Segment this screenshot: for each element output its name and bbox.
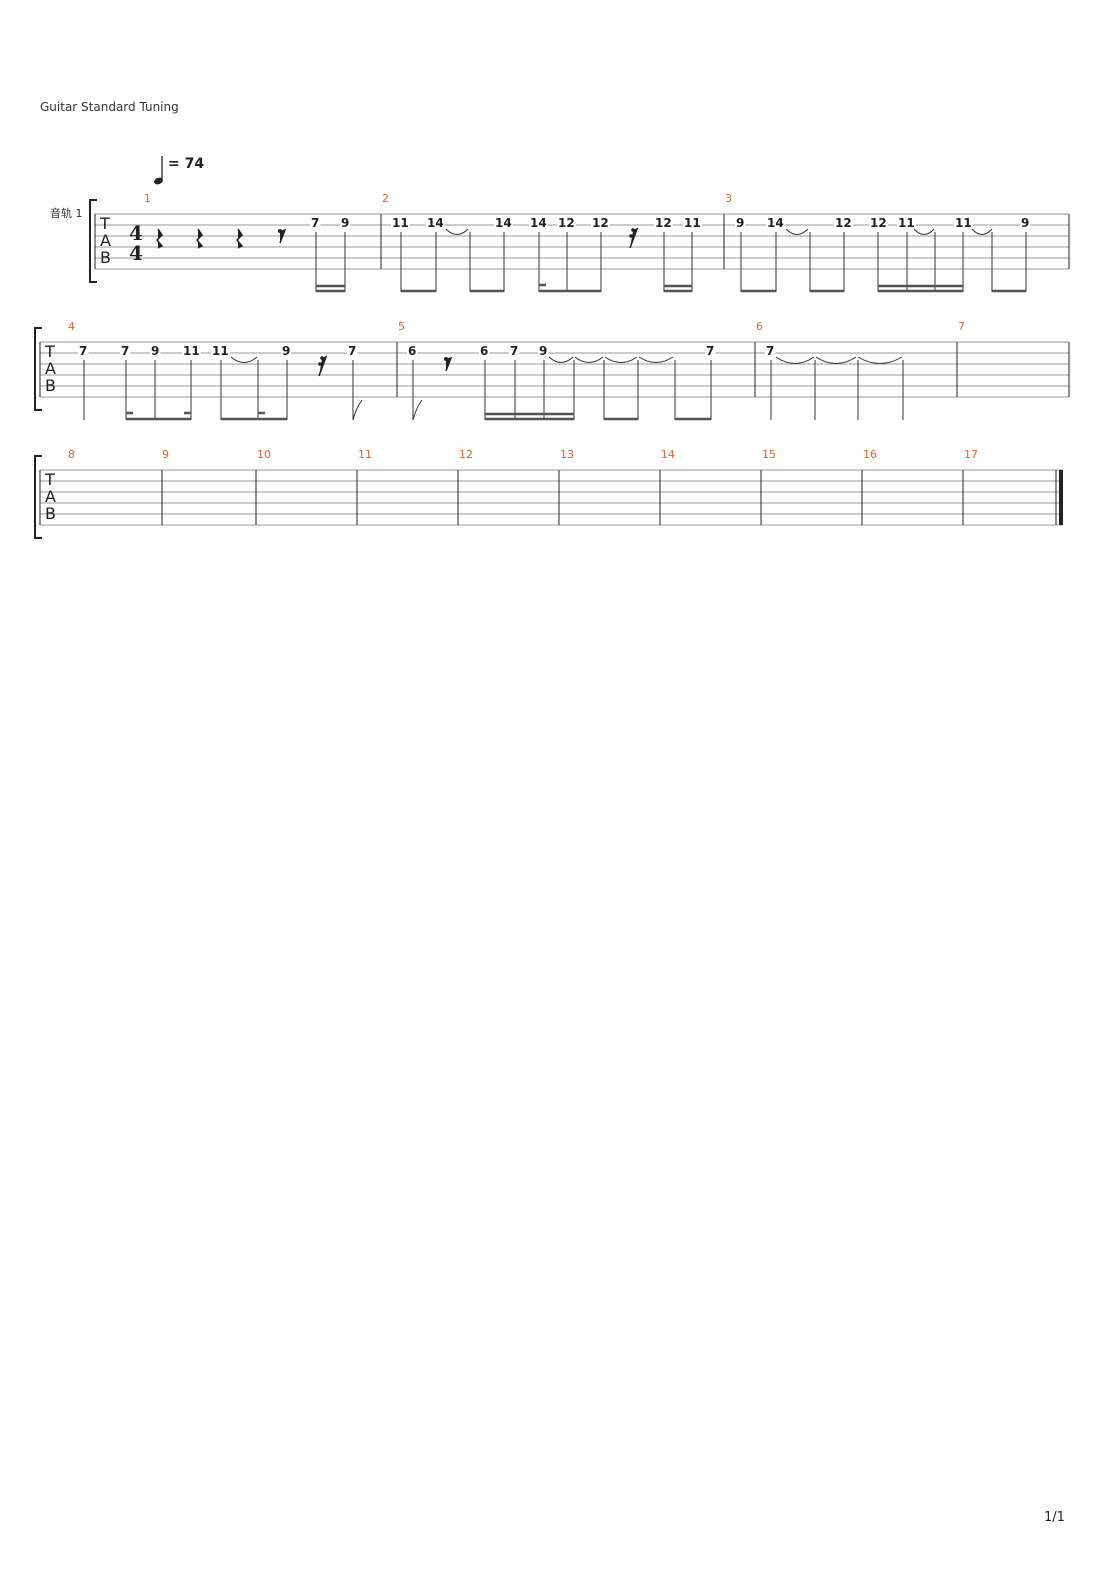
fret-number: 12 xyxy=(558,216,575,230)
tab-clef-b: B xyxy=(45,504,56,523)
sixteenth-rest-icon xyxy=(629,227,639,249)
measure-number: 17 xyxy=(964,448,978,461)
eighth-rest-icon xyxy=(444,356,453,372)
final-barline xyxy=(1055,470,1063,525)
fret-number: 9 xyxy=(736,216,744,230)
note-stems xyxy=(83,360,363,421)
fret-number: 9 xyxy=(151,344,159,358)
fret-number: 9 xyxy=(282,344,290,358)
tie-arc xyxy=(913,228,935,235)
fret-number: 14 xyxy=(495,216,512,230)
fret-number: 7 xyxy=(121,344,129,358)
fret-number: 7 xyxy=(510,344,518,358)
fret-number: 9 xyxy=(539,344,547,358)
fret-number: 12 xyxy=(592,216,609,230)
fret-number: 11 xyxy=(955,216,972,230)
tie-arc xyxy=(574,356,604,363)
quarter-rest-icon xyxy=(155,228,244,249)
system-bracket xyxy=(34,327,42,411)
tab-clef-b: B xyxy=(45,376,56,395)
measure-number: 4 xyxy=(68,320,75,333)
fret-number: 12 xyxy=(835,216,852,230)
fret-number: 11 xyxy=(183,344,200,358)
staff-lines xyxy=(40,469,1062,526)
tie-arc xyxy=(230,356,258,363)
system-bracket xyxy=(89,199,97,283)
tie-arc xyxy=(638,356,674,363)
fret-number: 14 xyxy=(530,216,547,230)
measure-number: 6 xyxy=(756,320,763,333)
fret-number: 14 xyxy=(427,216,444,230)
fret-number: 11 xyxy=(898,216,915,230)
system-bracket xyxy=(34,455,42,539)
fret-number: 6 xyxy=(408,344,416,358)
measure-number: 10 xyxy=(257,448,271,461)
measure-number: 2 xyxy=(382,192,389,205)
measure-number: 5 xyxy=(398,320,405,333)
measure-number: 15 xyxy=(762,448,776,461)
time-signature-top: 4 xyxy=(129,221,143,245)
tie-arc xyxy=(815,356,857,364)
tab-clef-a: A xyxy=(45,487,56,506)
tempo-marking: = 74 xyxy=(168,156,205,172)
tab-clef-t: T xyxy=(44,470,55,489)
tie-arc xyxy=(548,356,574,363)
tab-system-1: T A B 4 4 1 2 3 7 9 11 14 14 14 12 12 12… xyxy=(89,192,1070,293)
fret-number: 7 xyxy=(706,344,714,358)
note-stems xyxy=(740,232,1027,293)
time-signature-bottom: 4 xyxy=(129,241,143,265)
measure-number: 16 xyxy=(863,448,877,461)
note-stems xyxy=(400,232,693,293)
tab-clef-t: T xyxy=(99,214,110,233)
measure-number: 3 xyxy=(725,192,732,205)
fret-number: 6 xyxy=(480,344,488,358)
fret-number: 7 xyxy=(311,216,319,230)
tie-arc xyxy=(971,228,993,235)
fret-number: 7 xyxy=(766,344,774,358)
measure-number: 7 xyxy=(958,320,965,333)
tie-arc xyxy=(445,228,469,235)
eighth-rest-icon xyxy=(278,228,287,244)
fret-number: 9 xyxy=(1021,216,1029,230)
fret-number: 11 xyxy=(212,344,229,358)
measure-number: 11 xyxy=(358,448,372,461)
tuning-label: Guitar Standard Tuning xyxy=(40,100,179,114)
tie-arc xyxy=(857,356,903,364)
fret-number: 11 xyxy=(392,216,409,230)
fret-number: 12 xyxy=(655,216,672,230)
note-stems xyxy=(315,232,346,293)
tie-arc xyxy=(604,356,638,363)
tie-arc xyxy=(785,228,809,235)
measure-number: 9 xyxy=(162,448,169,461)
fret-number: 7 xyxy=(79,344,87,358)
tab-system-2: T A B 4 5 6 7 7 7 9 11 11 9 7 6 6 7 9 7 xyxy=(34,320,1070,421)
measure-number: 14 xyxy=(661,448,675,461)
note-stems xyxy=(770,360,904,420)
fret-number: 12 xyxy=(870,216,887,230)
fret-number: 7 xyxy=(348,344,356,358)
measure-number: 13 xyxy=(560,448,574,461)
measure-number: 12 xyxy=(459,448,473,461)
tie-arc xyxy=(775,356,815,364)
tab-clef-a: A xyxy=(100,231,111,250)
fret-number: 11 xyxy=(684,216,701,230)
tab-clef-t: T xyxy=(44,342,55,361)
track-name: 音轨 1 xyxy=(50,207,83,220)
fret-number: 14 xyxy=(767,216,784,230)
tab-clef-b: B xyxy=(100,248,111,267)
tab-system-3: T A B 8 9 10 11 12 13 14 15 16 17 xyxy=(34,448,1063,539)
fret-number: 9 xyxy=(341,216,349,230)
staff-lines xyxy=(40,341,1069,398)
sixteenth-rest-icon xyxy=(318,355,328,377)
page-number: 1/1 xyxy=(1044,1510,1065,1525)
measure-number: 8 xyxy=(68,448,75,461)
quarter-note-icon xyxy=(154,156,163,185)
measure-number: 1 xyxy=(144,192,151,205)
tab-clef-a: A xyxy=(45,359,56,378)
note-stems xyxy=(412,360,712,421)
